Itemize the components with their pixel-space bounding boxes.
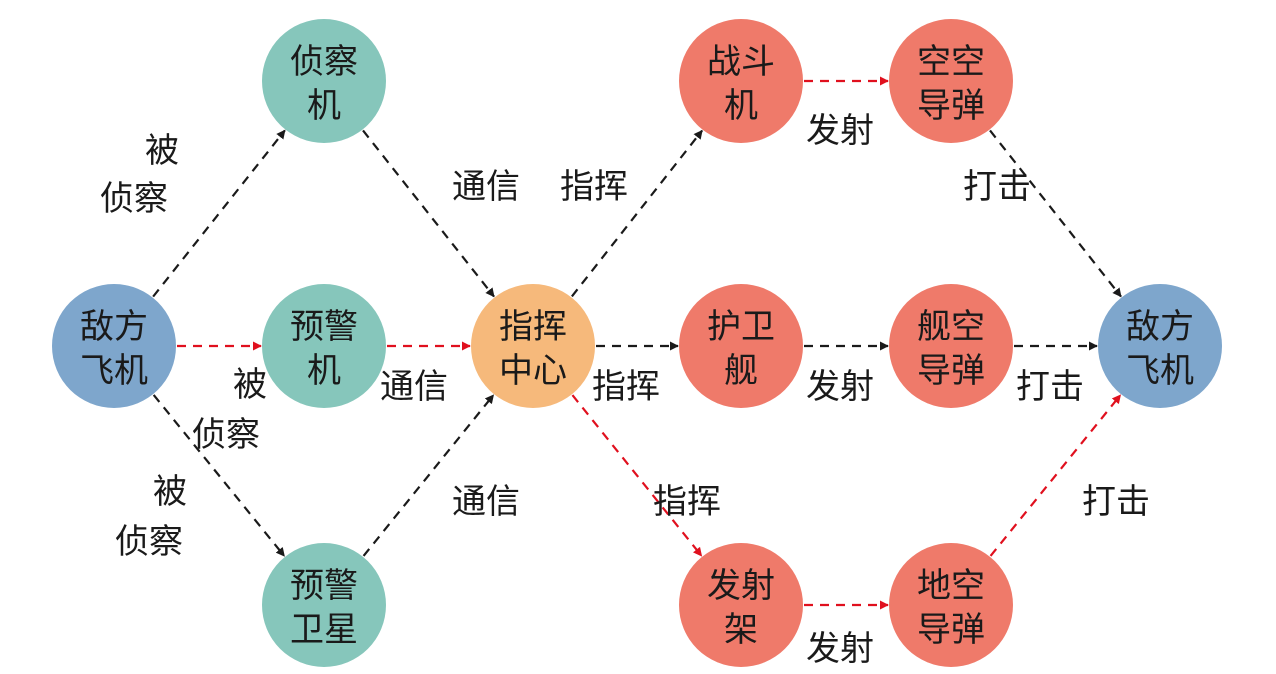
node-awacs: 预警机	[262, 284, 386, 408]
node-label: 空空	[917, 42, 985, 82]
node-label: 敌方	[1126, 307, 1194, 347]
node-label: 架	[724, 610, 758, 650]
edge-label-launcher-sam: 发射	[806, 629, 874, 669]
node-escort-ship: 护卫舰	[679, 284, 803, 408]
edge-label-enemy-awacs: 被	[233, 365, 267, 405]
node-circle	[889, 19, 1013, 143]
edge-enemy-recon	[152, 129, 286, 298]
nodes-layer: 敌方飞机侦察机预警机预警卫星指挥中心战斗机护卫舰发射架空空导弹舰空导弹地空导弹敌…	[52, 19, 1222, 667]
node-label: 导弹	[917, 610, 985, 650]
edge-recon-cmd	[362, 129, 495, 298]
edge-aam-enemy	[989, 129, 1122, 298]
edge-enemy-sat	[152, 394, 286, 557]
edge-label-fighter-aam: 发射	[806, 111, 874, 151]
node-label: 护卫	[707, 307, 775, 347]
node-circle	[679, 284, 803, 408]
node-launcher: 发射架	[679, 543, 803, 667]
node-circle	[262, 543, 386, 667]
node-label: 机	[307, 86, 341, 126]
node-label: 预警	[290, 566, 358, 606]
edge-label-recon-cmd: 通信	[452, 167, 520, 207]
node-circle	[679, 543, 803, 667]
node-circle	[471, 284, 595, 408]
edge-label-enemy-awacs: 侦察	[192, 415, 260, 455]
node-label: 敌方	[80, 307, 148, 347]
edges-layer	[152, 76, 1122, 610]
node-circle	[889, 284, 1013, 408]
node-circle	[679, 19, 803, 143]
edge-label-sam-enemy: 打击	[1082, 482, 1150, 522]
node-label: 卫星	[290, 610, 358, 650]
node-circle	[889, 543, 1013, 667]
node-recon-plane: 侦察机	[262, 19, 386, 143]
edge-sat-cmd	[362, 394, 495, 557]
edge-label-enemy-recon: 侦察	[100, 179, 168, 219]
node-label: 发射	[707, 566, 775, 606]
edge-label-ship-sam: 发射	[806, 367, 874, 407]
node-fighter: 战斗机	[679, 19, 803, 143]
node-label: 导弹	[917, 86, 985, 126]
node-label: 机	[724, 86, 758, 126]
node-label: 指挥	[499, 307, 567, 347]
node-circle	[1098, 284, 1222, 408]
node-label: 舰空	[917, 307, 985, 347]
edge-label-enemy-sat: 被	[153, 472, 187, 512]
edge-label-enemy-recon: 被	[145, 131, 179, 171]
node-circle	[262, 284, 386, 408]
edge-cmd-fighter	[571, 129, 703, 298]
node-label: 舰	[724, 351, 758, 391]
node-label: 侦察	[290, 42, 358, 82]
edge-label-cmd-launcher: 指挥	[653, 482, 721, 522]
node-label: 中心	[499, 351, 567, 391]
edge-label-enemy-sat: 侦察	[115, 522, 183, 562]
node-label: 机	[307, 351, 341, 391]
node-label: 飞机	[1126, 351, 1194, 391]
node-circle	[262, 19, 386, 143]
edge-cmd-launcher	[571, 394, 703, 557]
edge-label-sat-cmd: 通信	[452, 482, 520, 522]
edge-sam-enemy	[989, 394, 1122, 557]
edge-label-awacs-cmd: 通信	[380, 367, 448, 407]
node-label: 地空	[917, 566, 985, 606]
node-label: 导弹	[917, 351, 985, 391]
node-label: 战斗	[707, 42, 775, 82]
edge-label-cmd-fighter: 指挥	[560, 167, 628, 207]
edge-label-shipsam-enemy: 打击	[1016, 367, 1084, 407]
node-circle	[52, 284, 176, 408]
node-label: 飞机	[80, 351, 148, 391]
node-label: 预警	[290, 307, 358, 347]
edge-label-cmd-ship: 指挥	[592, 367, 660, 407]
edge-label-aam-enemy: 打击	[963, 167, 1031, 207]
